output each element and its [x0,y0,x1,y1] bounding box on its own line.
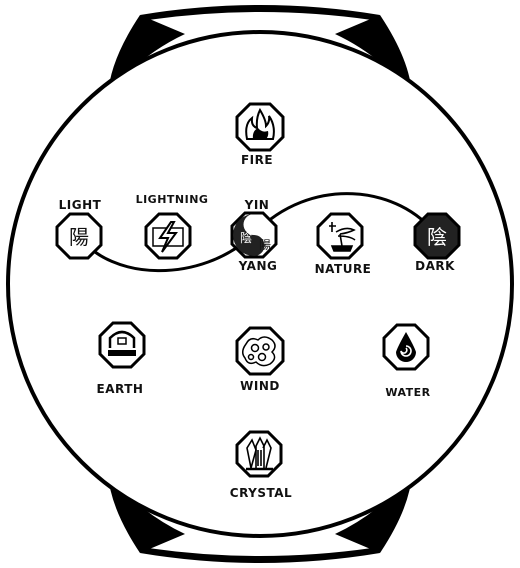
crystal-icon [246,436,273,471]
wind-label: WIND [240,379,280,393]
water-drop-icon [396,332,416,362]
earth-label: EARTH [96,382,144,396]
crescent-frame [108,5,412,563]
dark-label: DARK [415,259,455,273]
yin-label: YIN [244,198,270,212]
fire-badge [235,102,285,152]
earth-badge [98,321,146,369]
water-badge [382,323,430,371]
light-label: LIGHT [58,198,102,212]
lightning-bolt-icon [152,221,184,253]
lightning-label: LIGHTNING [135,193,209,206]
swirling-cloud-icon [242,336,276,367]
wind-badge [235,326,285,376]
nature-badge [316,212,364,260]
earth-glyph-icon [108,330,136,356]
yang-label: YANG [238,259,278,273]
yin-yang-badge: 陰 陽 [230,211,278,259]
dark-badge: 陰 [413,212,461,260]
light-badge: 陽 [55,212,103,260]
water-label: WATER [385,386,431,399]
yin-kanji-glyph: 陰 [240,231,252,245]
yin-kanji-icon: 陰 [427,225,447,249]
bonsai-tree-icon [329,222,356,252]
nature-label: NATURE [314,262,372,276]
yin-yang-kanji-icon: 陰 陽 [233,214,271,256]
outer-circle [6,30,514,538]
crystal-label: CRYSTAL [229,486,293,500]
fire-label: FIRE [240,153,274,167]
lightning-badge [144,212,192,260]
yang-kanji-icon: 陽 [69,225,89,249]
crystal-badge [235,430,283,478]
flame-icon [245,107,275,140]
yang-kanji-glyph: 陽 [259,238,271,252]
